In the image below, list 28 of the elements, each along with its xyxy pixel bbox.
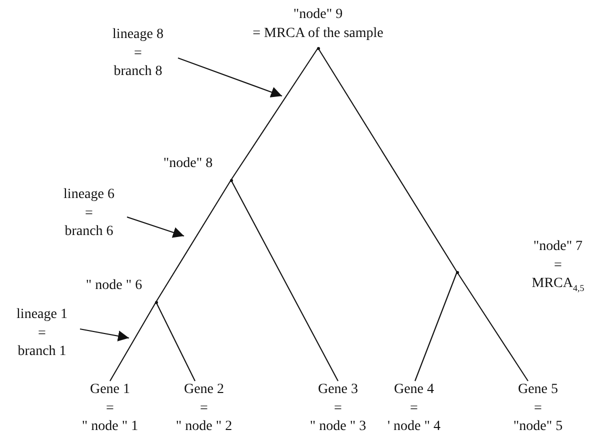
junction-dot: [154, 300, 158, 304]
node-label: = MRCA of the sample: [252, 24, 384, 42]
tree-branch: [156, 180, 232, 302]
tree-branch: [230, 180, 338, 382]
lineage-label: lineage 6 = branch 6: [64, 186, 114, 242]
leader-arrow: [178, 57, 282, 98]
tree-branch: [156, 302, 196, 382]
node-label: "node" 9: [292, 6, 344, 24]
leaf-label: Gene 2 = " node " 2: [176, 381, 232, 436]
node-label: "node" 7 = MRCA$_{4,5}$: [532, 238, 584, 295]
junction-dot: [456, 270, 458, 274]
tree-branch: [456, 272, 528, 382]
leaf-label: Gene 5 = "node" 5: [513, 381, 563, 436]
lineage-label: lineage 1 = branch 1: [16, 306, 68, 362]
tree-branch: [110, 302, 156, 382]
leader-arrow: [126, 216, 184, 238]
leader-arrow: [80, 328, 130, 342]
leaf-label: Gene 1 = " node " 1: [82, 381, 138, 436]
tree-branch: [230, 48, 318, 180]
node-label: " node " 6: [86, 277, 142, 295]
junction-dot: [230, 178, 232, 182]
tree-branch: [414, 272, 458, 382]
node-label: "node" 8: [163, 155, 213, 173]
tree-branch: [318, 48, 458, 272]
lineage-label: lineage 8 = branch 8: [112, 26, 164, 82]
leaf-label: Gene 4 = ' node " 4: [388, 381, 440, 436]
junction-dot: [316, 46, 320, 50]
leaf-label: Gene 3 = " node " 3: [310, 381, 366, 436]
